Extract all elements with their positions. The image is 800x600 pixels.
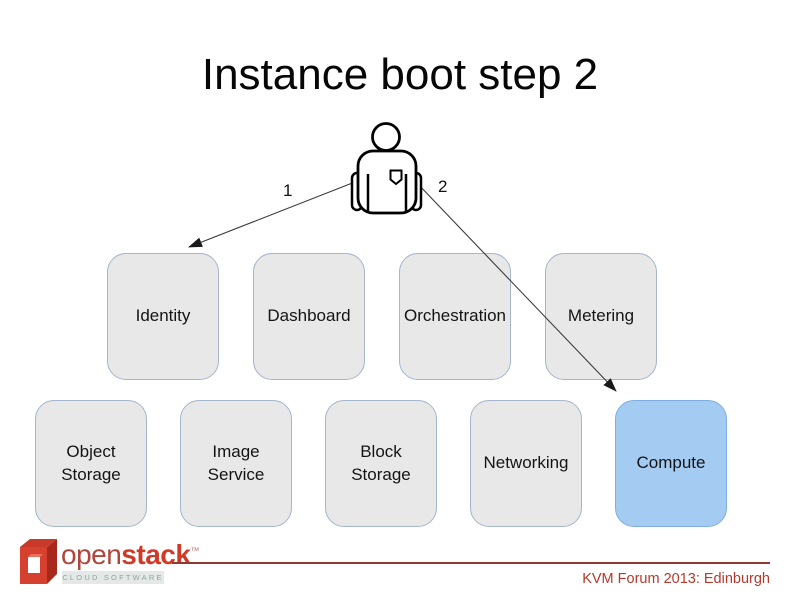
arrow-label-1: 1 [283,181,293,200]
service-box-label: Orchestration [403,306,507,326]
service-box-metering: Metering [545,253,657,380]
user-pocket [389,169,403,186]
service-box-label: Compute [636,453,706,473]
user-torso [356,149,418,215]
user-arm-right [409,171,423,212]
service-box-label: Image Service [207,442,265,484]
arrow-1-to-identity [188,179,361,248]
openstack-wordmark: openstack™ [61,541,199,569]
user-icon [350,122,423,215]
service-box-label: Block Storage [351,442,411,484]
openstack-logo-icon [20,539,57,584]
service-box-dashboard: Dashboard [253,253,365,380]
openstack-tagline: CLOUD SOFTWARE [62,571,164,584]
service-box-object-storage: Object Storage [35,400,147,527]
service-box-orchestration: Orchestration [399,253,511,380]
trademark-symbol: ™ [190,545,200,556]
service-box-compute-highlighted: Compute [615,400,727,527]
service-box-label: Metering [567,306,635,326]
service-box-label: Networking [483,453,569,473]
wordmark-open: open [61,539,122,570]
service-box-image-service: Image Service [180,400,292,527]
wordmark-stack: stack [121,539,191,570]
user-head [371,122,401,152]
footer-divider-line [172,562,770,564]
service-box-label: Dashboard [267,306,351,326]
service-box-networking: Networking [470,400,582,527]
service-box-label: Object Storage [61,442,121,484]
slide-title: Instance boot step 2 [201,50,599,99]
user-arm-left [350,171,364,212]
arrow-label-2: 2 [438,177,448,196]
service-box-block-storage: Block Storage [325,400,437,527]
service-box-identity: Identity [107,253,219,380]
service-box-label: Identity [135,306,191,326]
footer-credit: KVM Forum 2013: Edinburgh [582,571,770,587]
